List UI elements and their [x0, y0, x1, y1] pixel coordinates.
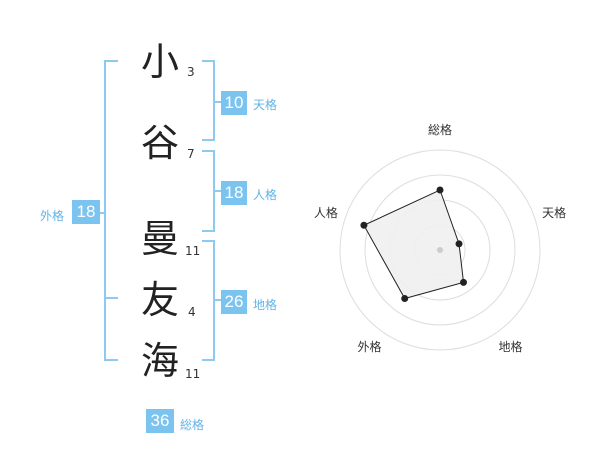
stroke-count-3: 11 — [185, 244, 201, 258]
radar-point — [360, 221, 368, 229]
radar-axis-label-gaikaku: 外格 — [357, 339, 381, 354]
soukaku-value-badge: 36 — [146, 409, 174, 433]
gaikaku-bracket — [104, 60, 118, 361]
name-char-3: 曼 — [140, 217, 179, 261]
tenkaku-value-badge: 10 — [221, 91, 247, 115]
radar-point — [436, 186, 444, 194]
jinkaku-connector — [215, 190, 221, 192]
stroke-count-2: 7 — [187, 147, 195, 161]
radar-point — [401, 295, 409, 303]
tenkaku-label: 天格 — [253, 98, 278, 112]
chikaku-bracket — [202, 240, 215, 361]
radar-axis-label-soukaku: 総格 — [428, 122, 452, 137]
name-char-5: 海 — [140, 339, 179, 383]
chikaku-value-badge: 26 — [221, 290, 247, 314]
jinkaku-bracket — [202, 150, 215, 232]
radar-center-dot — [437, 247, 443, 253]
radar-axis-label-jinkaku: 人格 — [314, 205, 338, 220]
radar-ring — [339, 149, 541, 351]
radar-point — [455, 240, 463, 248]
radar-axis-label-chikaku: 地格 — [499, 339, 523, 354]
stroke-count-1: 3 — [187, 65, 195, 79]
radar-axis-label-tenkaku: 天格 — [542, 205, 566, 220]
radar-point — [460, 278, 468, 286]
gaikaku-label: 外格 — [40, 209, 65, 223]
name-char-1: 小 — [140, 40, 179, 84]
stroke-count-5: 11 — [185, 367, 201, 381]
stroke-count-4: 4 — [188, 305, 196, 319]
jinkaku-value-badge: 18 — [221, 181, 247, 205]
chikaku-connector — [215, 299, 221, 301]
gaikaku-value-badge: 18 — [72, 200, 100, 224]
jinkaku-label: 人格 — [253, 188, 278, 202]
name-char-2: 谷 — [140, 121, 179, 165]
gaikaku-connector — [100, 212, 106, 214]
radar-points — [360, 186, 468, 303]
chikaku-label: 地格 — [253, 298, 278, 312]
tenkaku-bracket — [202, 60, 215, 141]
radar-ring — [364, 174, 516, 326]
tenkaku-connector — [215, 101, 221, 103]
name-char-4: 友 — [140, 278, 179, 322]
radar-polygon — [363, 189, 465, 300]
gaikaku-bracket-divider — [104, 297, 118, 299]
soukaku-label: 総格 — [180, 418, 205, 432]
